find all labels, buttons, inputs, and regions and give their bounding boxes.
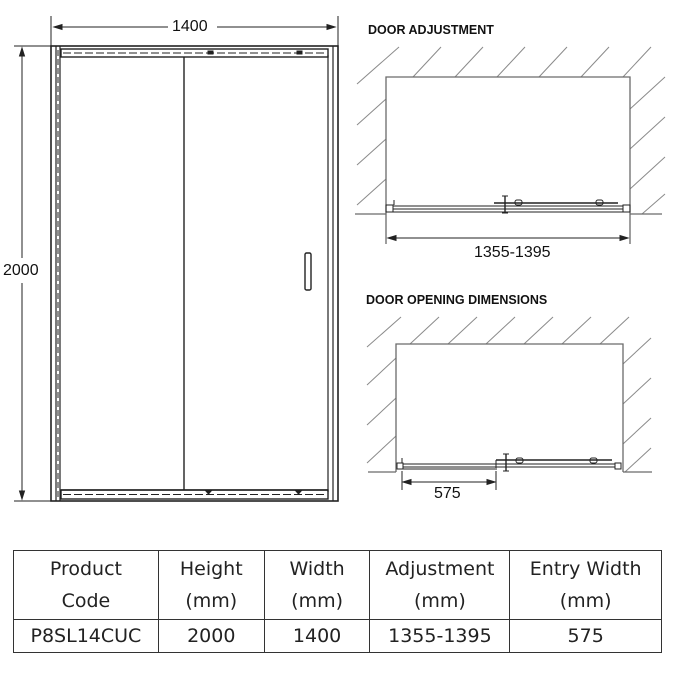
front-elevation-drawing <box>14 16 339 502</box>
width-dimension-label: 1400 <box>172 18 208 35</box>
table-header-row: Product Code Height (mm) Width (mm) Adju… <box>13 550 662 620</box>
wall-outline <box>355 76 662 244</box>
header-height: Height (mm) <box>157 550 265 620</box>
header-width: Width (mm) <box>263 550 371 620</box>
door-handle-icon <box>304 252 312 291</box>
specification-table: Product Code Height (mm) Width (mm) Adju… <box>13 550 662 653</box>
door-adjustment-plan <box>355 46 666 244</box>
wall-outline <box>368 343 652 473</box>
door-adjustment-title: DOOR ADJUSTMENT <box>368 23 494 37</box>
header-adjustment: Adjustment (mm) <box>369 550 511 620</box>
width-dimension <box>50 16 339 46</box>
shower-door-frame <box>50 45 339 502</box>
wall-hatching <box>366 316 652 473</box>
door-track-plan <box>385 195 631 214</box>
header-product-code: Product Code <box>13 550 159 620</box>
door-track-plan <box>396 453 622 472</box>
table-row: P8SL14CUC 2000 1400 1355-1395 575 <box>13 619 662 653</box>
cell-entry-width: 575 <box>509 619 662 653</box>
cell-height: 2000 <box>157 619 265 653</box>
cell-width: 1400 <box>263 619 371 653</box>
entry-width-label: 575 <box>434 485 461 502</box>
adjustment-range-label: 1355-1395 <box>474 244 551 261</box>
header-entry-width: Entry Width (mm) <box>509 550 662 620</box>
height-dimension <box>14 45 52 502</box>
entry-dimension <box>401 471 497 490</box>
cell-product-code: P8SL14CUC <box>13 619 159 653</box>
cell-adjustment: 1355-1395 <box>369 619 511 653</box>
door-opening-title: DOOR OPENING DIMENSIONS <box>366 293 548 307</box>
adjustment-dimension <box>386 234 630 242</box>
height-dimension-label: 2000 <box>3 262 39 279</box>
door-opening-plan <box>366 316 652 490</box>
wall-hatching <box>356 46 666 215</box>
